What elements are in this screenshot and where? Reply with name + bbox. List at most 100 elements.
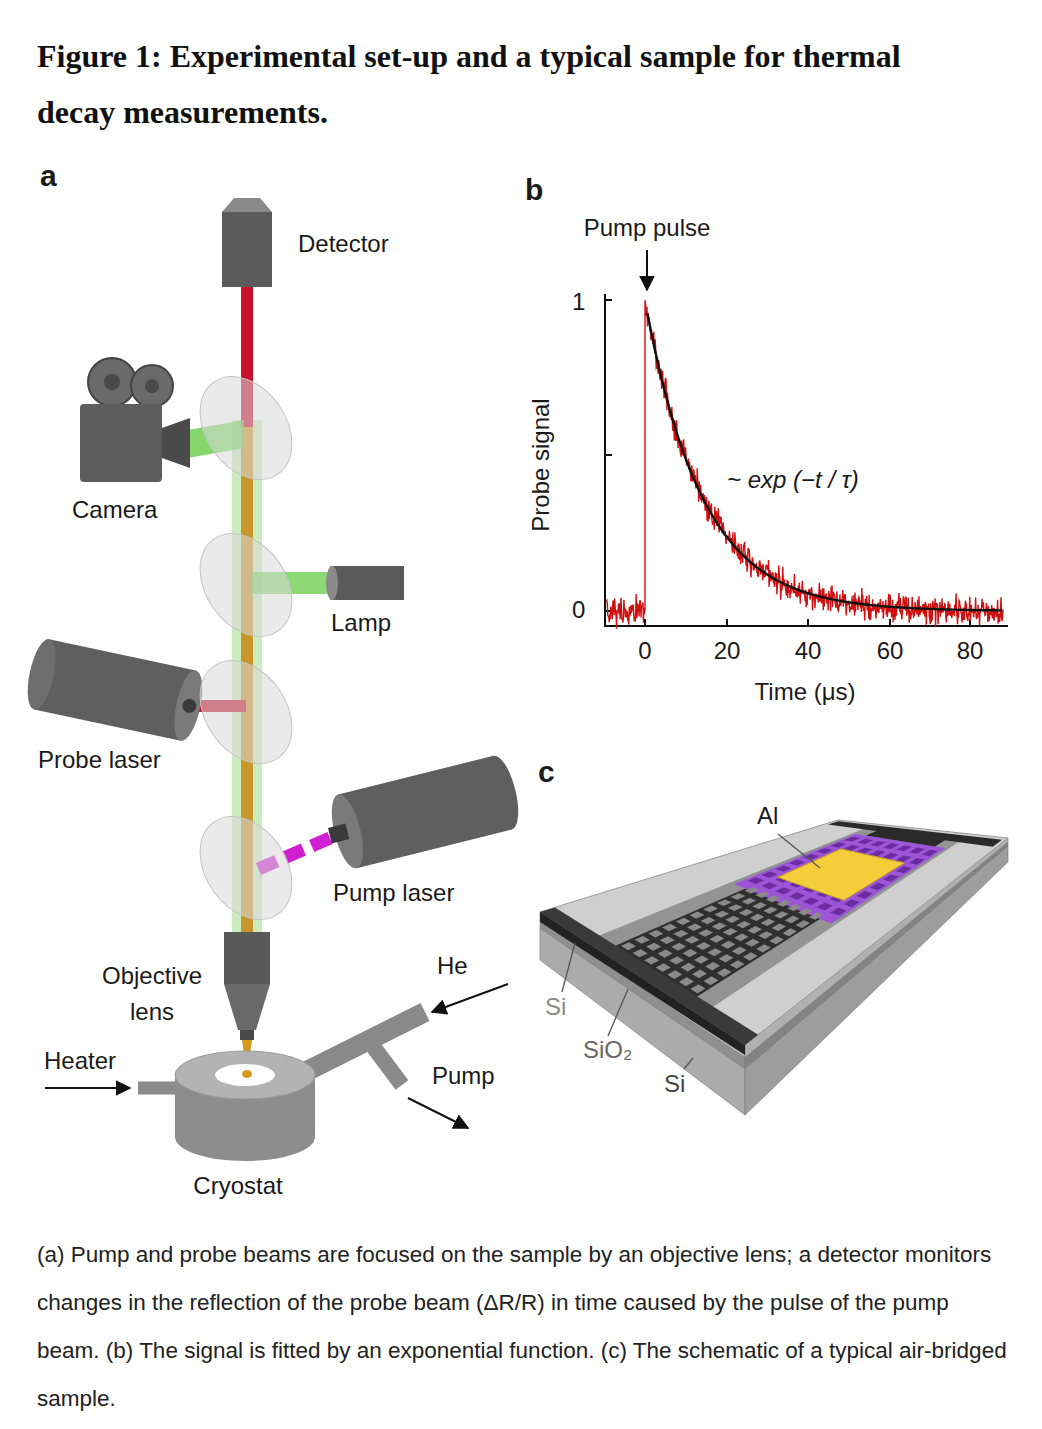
fit-formula: ~ exp (−t / τ) [727, 466, 859, 495]
mesh-hole [761, 882, 777, 889]
pump-laser-icon [321, 753, 525, 873]
mesh-hole [644, 956, 659, 964]
material-name: Si [664, 1070, 685, 1099]
mesh-hole [896, 866, 912, 873]
mesh-hole [704, 976, 719, 985]
cryostat-icon [215, 1064, 275, 1086]
mesh-hole [743, 952, 758, 960]
annotation: Pump pulse [584, 214, 711, 243]
figure-title: Figure 1: Experimental set-up and a typi… [37, 28, 967, 140]
lamp-icon [330, 566, 404, 600]
mesh-hole [844, 837, 860, 842]
mesh-hole [870, 850, 886, 856]
panel-letter: b [525, 172, 543, 208]
mesh-hole [747, 926, 762, 934]
mesh-hole [690, 912, 705, 919]
axis-tick-label: 0 [572, 596, 585, 625]
mesh-hole [803, 897, 819, 905]
mesh-hole [783, 928, 797, 936]
purple-membrane [734, 834, 945, 923]
camera-icon [80, 404, 162, 482]
mesh-hole [789, 892, 805, 899]
mesh-hole [761, 871, 777, 877]
mesh-hole [785, 916, 799, 923]
flow-arrows [432, 984, 508, 1012]
axis-title: Probe signal [527, 398, 556, 531]
mesh-hole [714, 911, 729, 918]
mesh-hole [730, 960, 745, 969]
axis-tick-label: 40 [795, 637, 822, 666]
probe-laser-icon [22, 637, 207, 744]
mesh-hole [701, 917, 716, 924]
detector-icon [222, 198, 272, 287]
x-tick [807, 619, 809, 626]
axis-tick-label: 1 [572, 288, 585, 317]
beam-splitters [181, 359, 311, 497]
mesh-hole [694, 956, 709, 964]
x-tick [644, 619, 646, 626]
lamp-icon [326, 566, 404, 600]
flow-arrows [45, 1087, 130, 1089]
part-name: Cryostat [193, 1172, 282, 1201]
mesh-hole [909, 858, 925, 865]
mesh-hole [681, 963, 696, 972]
beam-splitters [181, 359, 311, 937]
leader-lines [562, 834, 820, 1069]
probe-laser-icon [181, 697, 198, 714]
mesh-hole [777, 900, 791, 907]
mesh-hole [896, 855, 912, 861]
beam-splitters [181, 516, 311, 654]
leader-lines [562, 943, 575, 992]
mesh-hole [660, 936, 675, 944]
figure-caption: (a) Pump and probe beams are focused on … [37, 1231, 1012, 1423]
part-name: He [437, 952, 468, 981]
mesh-hole [798, 908, 812, 915]
mesh-hole [769, 936, 783, 944]
camera-icon [80, 358, 190, 482]
mesh-hole [883, 853, 899, 859]
mesh-hole [721, 941, 736, 949]
mesh-hole [703, 906, 718, 913]
flow-arrows [45, 984, 508, 1128]
cryostat-icon [242, 1070, 252, 1078]
mesh-hole [673, 930, 688, 938]
mesh-hole [621, 942, 636, 950]
cryostat-icon [175, 1051, 315, 1099]
flow-arrows [408, 1098, 468, 1128]
part-name: Heater [44, 1047, 116, 1076]
mesh-hole [775, 887, 791, 894]
pump-laser-icon [481, 753, 525, 833]
mesh-hole [772, 924, 786, 932]
mesh-hole [635, 936, 650, 944]
mesh-hole [883, 875, 899, 882]
mesh-hole [817, 848, 833, 853]
mesh-hole [732, 947, 747, 955]
cryostat-icon [138, 1082, 178, 1095]
objective-lens-icon [224, 932, 270, 1040]
mesh-hole [831, 908, 847, 916]
mesh-hole [756, 944, 771, 952]
mesh-hole [922, 850, 938, 856]
mesh-hole [789, 860, 805, 866]
objective-lens-icon [224, 932, 270, 984]
far-bar [866, 830, 946, 846]
mesh-hole [705, 962, 720, 971]
mesh-hole [698, 929, 713, 937]
lamp-icon [326, 566, 338, 600]
camera-icon [104, 374, 120, 390]
measured-signal [606, 300, 1003, 629]
mesh-hole [830, 842, 846, 847]
mesh-hole [763, 907, 778, 914]
mesh-hole [744, 887, 759, 893]
mesh-hole [648, 930, 663, 938]
mesh-hole [870, 841, 886, 846]
mesh-hole [671, 943, 686, 951]
mesh-hole [739, 909, 754, 916]
mesh-hole [752, 902, 767, 909]
pump-laser-icon [338, 756, 512, 868]
panel-letter: a [40, 158, 57, 194]
mesh-hole [774, 911, 788, 918]
cryostat-icon [305, 1012, 425, 1072]
mesh-hole [817, 902, 833, 910]
